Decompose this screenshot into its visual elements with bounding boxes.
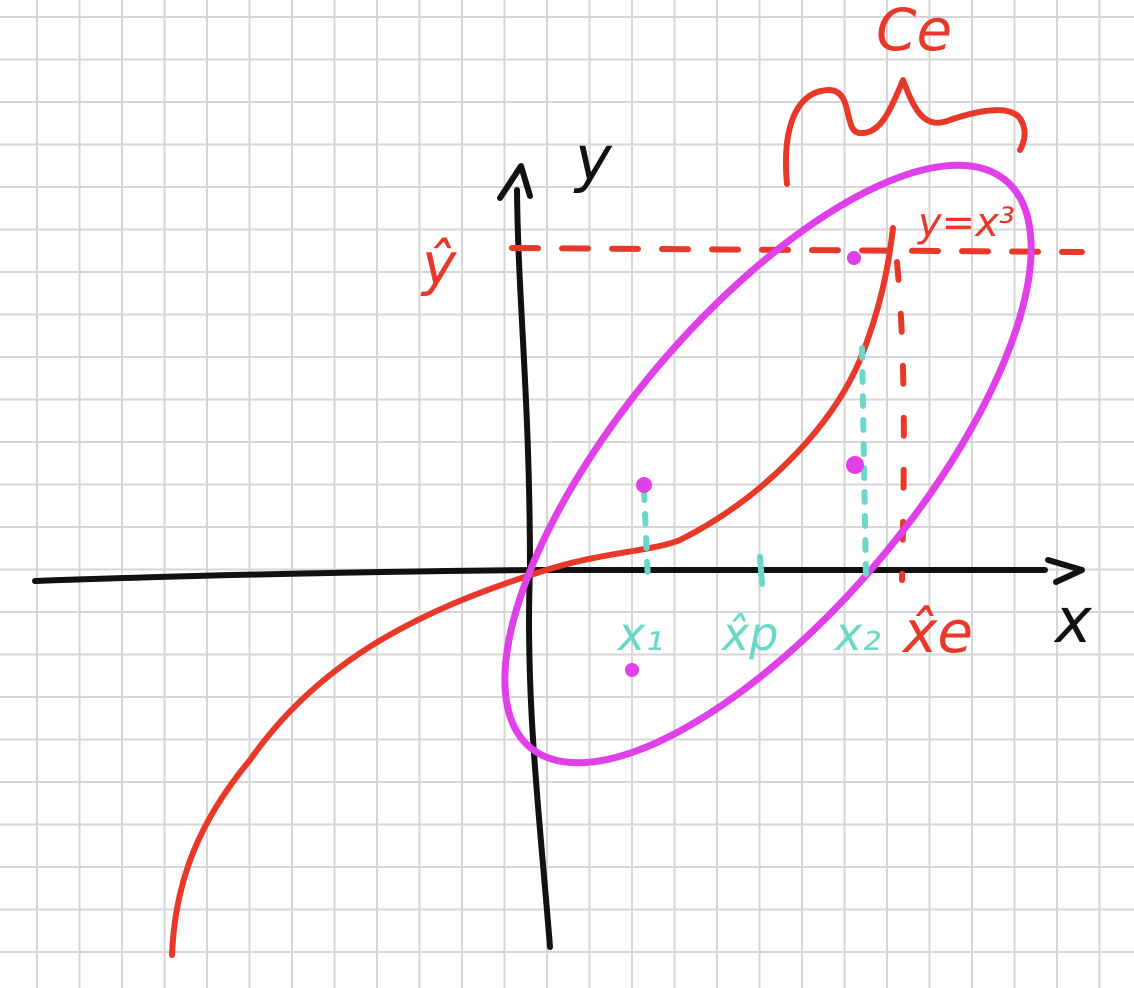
set-label-ce: Ce: [876, 0, 952, 64]
set-brace: [783, 77, 1028, 187]
projections: [641, 345, 869, 587]
x-hat-e-label: x̂e: [901, 598, 973, 666]
cubic-curve: [169, 225, 896, 958]
sample-points: [625, 251, 864, 677]
axes: [32, 163, 1085, 950]
axis-label-y: y: [573, 122, 613, 195]
x2-label: x₂: [833, 607, 881, 661]
y-hat-label: ŷ: [420, 230, 457, 298]
uncertainty-ellipse: [501, 161, 1035, 767]
sample-point: [636, 477, 652, 493]
xp-tick: [757, 554, 765, 587]
sample-point: [847, 251, 861, 265]
curve-equation-label: y=x³: [917, 200, 1015, 246]
sample-point: [625, 663, 639, 677]
xp-label: x̂p: [720, 607, 778, 661]
axis-label-x: x: [1053, 584, 1093, 657]
x2-projection-line: [859, 345, 869, 581]
sample-point: [846, 456, 864, 474]
x1-label: x₁: [616, 607, 664, 661]
y-axis-arrowhead: [497, 163, 533, 201]
x1-projection-line: [641, 487, 651, 585]
x-axis-arrowhead: [1045, 557, 1085, 585]
y-hat-dashed-line: [509, 245, 1085, 255]
